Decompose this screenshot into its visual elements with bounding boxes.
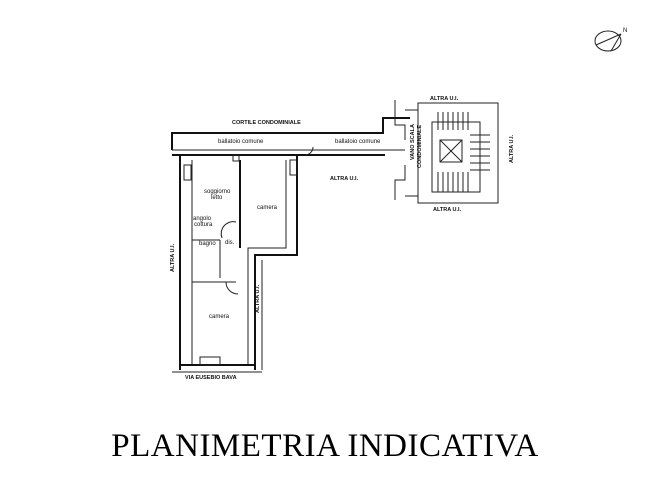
svg-text:CORTILE CONDOMINIALE: CORTILE CONDOMINIALE [232, 120, 301, 126]
svg-text:VIA EUSEBIO BAVA: VIA EUSEBIO BAVA [185, 375, 237, 381]
north-arrow-icon: N [594, 28, 627, 52]
svg-text:camera: camera [209, 314, 230, 320]
svg-text:bagno: bagno [199, 241, 216, 247]
page-title: PLANIMETRIA INDICATIVA [111, 428, 539, 464]
svg-text:letto: letto [211, 195, 223, 201]
svg-text:ballatoio comune: ballatoio comune [335, 139, 381, 145]
walls [171, 100, 499, 373]
svg-text:ALTRA U.I.: ALTRA U.I. [430, 96, 459, 102]
svg-text:ballatoio comune: ballatoio comune [218, 139, 264, 145]
svg-text:VANO SCALA: VANO SCALA [410, 124, 416, 160]
svg-text:ALTRA U.I.: ALTRA U.I. [330, 176, 359, 182]
svg-text:ALTRA U.I.: ALTRA U.I. [509, 134, 515, 163]
svg-text:ALTRA U.I.: ALTRA U.I. [255, 284, 261, 313]
svg-text:camera: camera [257, 205, 278, 211]
svg-text:angolo: angolo [193, 216, 212, 222]
svg-text:N: N [623, 28, 627, 34]
svg-text:ALTRA U.I.: ALTRA U.I. [433, 207, 462, 213]
svg-text:cottura: cottura [194, 222, 213, 228]
svg-text:dis.: dis. [225, 240, 235, 246]
svg-text:soggiorno: soggiorno [204, 189, 231, 195]
svg-text:ALTRA U.I.: ALTRA U.I. [170, 243, 176, 272]
svg-text:CONDOMINIALE: CONDOMINIALE [417, 125, 423, 168]
